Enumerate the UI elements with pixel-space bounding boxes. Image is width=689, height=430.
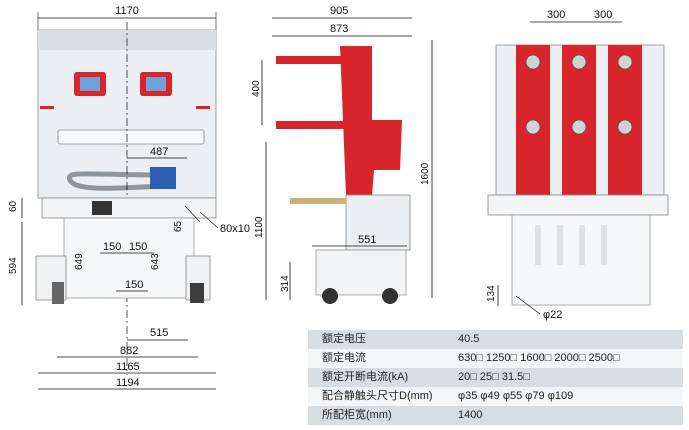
spec-label: 所配柜宽(mm) <box>322 409 392 421</box>
dim-1600: 1600 <box>420 162 431 185</box>
dim-643: 643 <box>150 253 161 270</box>
spec-row: 配合静触头尺寸D(mm) φ35 φ49 φ55 φ79 φ109 <box>308 387 683 406</box>
dim-905: 905 <box>330 5 348 17</box>
side-red-pole <box>340 46 402 195</box>
dim-300-right: 300 <box>594 9 612 21</box>
dim-1100: 1100 <box>254 216 265 238</box>
front-cable-hose <box>66 171 166 191</box>
spec-value: φ35 φ49 φ55 φ79 φ109 <box>458 390 574 402</box>
rear-view: 300 300 134 φ22 <box>486 9 669 321</box>
dim-1170: 1170 <box>115 5 139 17</box>
spec-value: 20□ 25□ 31.5□ <box>458 371 530 383</box>
dim-60: 60 <box>8 200 19 212</box>
dim-150-left: 150 <box>103 241 121 253</box>
dim-150-lower: 150 <box>125 279 143 291</box>
spec-label: 额定电流 <box>322 352 366 364</box>
spec-label: 配合静触头尺寸D(mm) <box>322 390 433 402</box>
dim-300-left: 300 <box>547 9 565 21</box>
side-truck <box>315 249 407 296</box>
spec-table: 额定电压 40.5 额定电流 630□ 1250□ 1600□ 2000□ 25… <box>308 330 683 425</box>
dim-80x10: 80x10 <box>220 223 250 235</box>
dim-65: 65 <box>173 220 184 232</box>
side-lower-arm <box>276 121 346 129</box>
dim-873: 873 <box>330 23 348 35</box>
dim-400: 400 <box>251 80 262 97</box>
dim-649: 649 <box>74 253 85 270</box>
spec-row: 额定开断电流(kA) 20□ 25□ 31.5□ <box>308 368 683 387</box>
dim-1194: 1194 <box>116 377 140 389</box>
spec-label: 额定电压 <box>322 333 366 345</box>
dim-phi22: φ22 <box>543 309 562 321</box>
dim-882: 882 <box>120 345 138 357</box>
side-view: 905 873 400 1600 1100 551 314 <box>251 5 433 304</box>
dim-1165: 1165 <box>116 361 140 373</box>
front-truck <box>63 217 195 299</box>
front-slot-band <box>57 129 205 145</box>
spec-row: 所配柜宽(mm) 1400 <box>308 406 683 425</box>
spec-row: 额定电压 40.5 <box>308 330 683 349</box>
dim-594: 594 <box>8 257 19 274</box>
spec-value: 40.5 <box>458 333 480 345</box>
spec-value: 630□ 1250□ 1600□ 2000□ 2500□ <box>458 352 620 364</box>
dim-150-right: 150 <box>129 241 147 253</box>
front-base-frame <box>41 197 217 219</box>
dim-314: 314 <box>280 275 291 292</box>
spec-label: 额定开断电流(kA) <box>322 371 409 383</box>
dim-487: 487 <box>150 146 168 158</box>
side-upper-arm <box>276 56 346 64</box>
side-mechanism-box <box>345 194 411 251</box>
front-blue-plug <box>150 167 176 189</box>
dim-551: 551 <box>358 234 376 246</box>
dim-515: 515 <box>150 327 168 339</box>
dim-134: 134 <box>486 285 497 302</box>
spec-value: 1400 <box>458 409 483 421</box>
front-lock <box>92 201 112 215</box>
front-view: 1170 487 60 594 65 <box>8 5 250 390</box>
spec-row: 额定电流 630□ 1250□ 1600□ 2000□ 2500□ <box>308 349 683 368</box>
